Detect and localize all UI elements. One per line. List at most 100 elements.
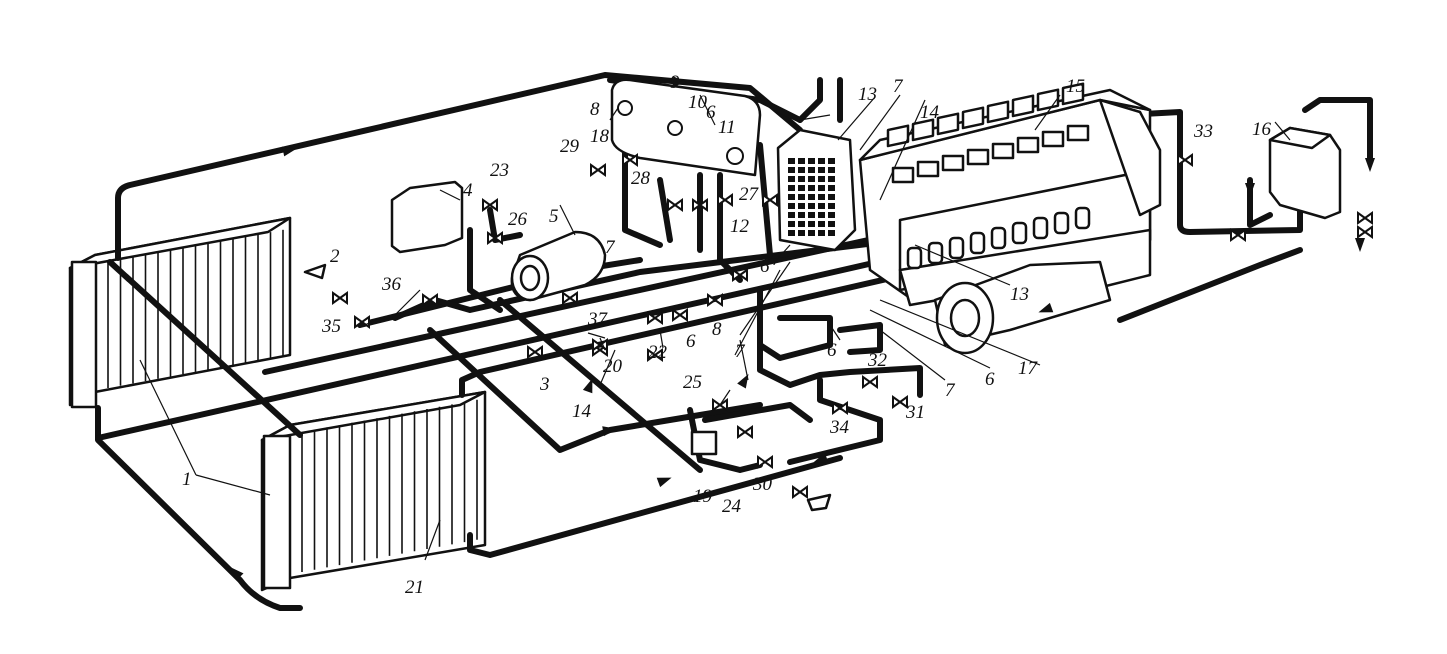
label-25: 25	[683, 372, 702, 393]
label-6-b: 6	[760, 256, 770, 277]
label-29: 29	[560, 136, 580, 157]
label-7-c: 7	[772, 249, 783, 270]
label-12: 12	[730, 216, 750, 237]
valve-icon	[757, 455, 773, 469]
label-31: 31	[905, 402, 925, 423]
radiator-right	[260, 390, 487, 592]
label-13-b: 13	[1010, 284, 1029, 305]
cooler-cell	[818, 221, 825, 227]
flow-arrow-icon	[672, 76, 687, 87]
cooler-cell	[818, 158, 825, 164]
cooler-cell	[808, 203, 815, 209]
radiator-left	[68, 216, 292, 409]
cooler-cell	[808, 230, 815, 236]
cooler-cell	[798, 221, 805, 227]
valve-icon	[482, 198, 498, 212]
label-10: 10	[688, 92, 708, 113]
valve-icon	[707, 293, 723, 307]
label-2: 2	[330, 246, 340, 267]
valve-icon	[487, 231, 503, 245]
drain-30	[806, 493, 832, 512]
oil-cooler	[776, 128, 857, 252]
engine-port	[1011, 221, 1028, 245]
cooler-cell	[828, 158, 835, 164]
cooler-cell	[828, 194, 835, 200]
label-19: 19	[693, 486, 713, 507]
cooler-cell	[808, 158, 815, 164]
box-4	[390, 180, 464, 254]
label-8-b: 8	[712, 319, 722, 340]
cooler-cell	[798, 167, 805, 173]
valve-icon	[667, 198, 683, 212]
cylinder-head	[966, 148, 990, 166]
cooler-cell	[808, 167, 815, 173]
cooler-cell	[818, 185, 825, 191]
flow-arrow-icon	[737, 373, 749, 389]
cooler-cell	[818, 212, 825, 218]
label-32: 32	[867, 350, 888, 371]
cooler-cell	[808, 185, 815, 191]
diesel-engine	[858, 82, 1162, 307]
cooler-cell	[828, 221, 835, 227]
valve-icon	[692, 198, 708, 212]
cylinder-head	[1011, 94, 1035, 118]
leader-lines	[139, 94, 1291, 561]
cooler-cell	[788, 230, 795, 236]
cylinder-head	[1016, 136, 1040, 154]
label-5: 5	[549, 206, 559, 227]
label-6-d: 6	[827, 340, 837, 361]
cooler-cell	[788, 212, 795, 218]
engine-port	[969, 231, 986, 255]
cooler-cell	[818, 167, 825, 173]
label-30: 30	[752, 474, 773, 495]
valve-icon	[832, 401, 848, 415]
label-3: 3	[539, 374, 550, 395]
drain-2	[303, 263, 327, 280]
valve-icon	[1357, 211, 1373, 225]
cooler-cell	[828, 176, 835, 182]
cooler-cell	[828, 212, 835, 218]
cooler-cell	[828, 203, 835, 209]
label-23: 23	[490, 160, 509, 181]
label-36: 36	[381, 274, 402, 295]
cylinder-head	[1066, 124, 1090, 142]
engine-port	[990, 226, 1007, 250]
water-pump	[510, 230, 607, 302]
flow-arrow-icon	[1365, 158, 1375, 172]
generator	[933, 260, 1112, 355]
flow-arrow-icon	[582, 378, 593, 394]
engine-port	[1032, 216, 1049, 240]
cooler-cell	[788, 221, 795, 227]
cooler-cell	[788, 167, 795, 173]
part-labels: 1 2 3 4 5 6 6 6 6 6 7 7 7 7 7 8 8 9 10 1…	[182, 72, 1272, 598]
cooler-cell	[798, 194, 805, 200]
cooler-cell	[788, 203, 795, 209]
cylinder-head	[916, 160, 940, 178]
engine-port	[906, 246, 923, 270]
expansion-tank	[610, 78, 762, 177]
cylinder-head	[986, 100, 1010, 124]
label-14-a: 14	[920, 102, 940, 123]
label-13-a: 13	[858, 84, 877, 105]
valve-icon	[1230, 228, 1246, 242]
label-24: 24	[722, 496, 742, 517]
label-15: 15	[1066, 76, 1085, 97]
cooler-cell	[828, 230, 835, 236]
cylinder-head	[886, 124, 910, 148]
label-28: 28	[631, 168, 651, 189]
flow-arrow-icon	[1038, 302, 1054, 313]
cooler-cell	[808, 194, 815, 200]
valve-icon	[717, 193, 733, 207]
label-27: 27	[739, 184, 760, 205]
flow-arrow-icon	[282, 146, 297, 157]
cylinder-head	[941, 154, 965, 172]
cooler-cell	[818, 203, 825, 209]
label-7-b: 7	[893, 76, 904, 97]
cooler-cell	[798, 230, 805, 236]
cooler-cell	[798, 185, 805, 191]
valve-icon	[647, 348, 663, 362]
label-7-a: 7	[605, 237, 616, 258]
cylinder-head	[1061, 82, 1085, 106]
valve-icon	[1177, 153, 1193, 167]
